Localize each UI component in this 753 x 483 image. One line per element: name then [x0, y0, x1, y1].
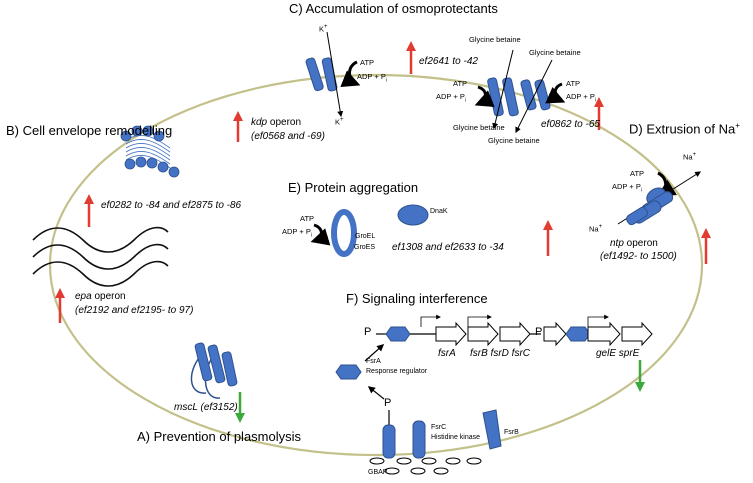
fsra-name-label: FsrA [366, 358, 381, 365]
promoter-arrow-3 [587, 314, 609, 327]
fsrb-transporter [482, 409, 502, 450]
phospho-label-operon: P [364, 326, 372, 338]
gb-atp-label-2: ATP [566, 79, 581, 88]
fsrb-name-label: FsrB [504, 429, 519, 436]
phospho-label-operon-2: P [535, 326, 543, 338]
epa-operon-label: epa operon [75, 291, 126, 302]
kdp-helix-2 [321, 57, 338, 92]
fsra-binding-site-2 [565, 326, 591, 342]
fsrc-gene-arrow [543, 321, 567, 347]
ntp-adp-label: ADP + Pi [612, 182, 642, 194]
title-d-superscript: + [735, 121, 740, 130]
groel-adp-label: ADP + Pi [282, 227, 312, 239]
glycine-betaine-top-2: Glycine betaine [529, 48, 581, 57]
fsra-binds-promoter-arrow [364, 344, 385, 362]
cell-membrane [48, 73, 704, 457]
ef0282-label: ef0282 to -84 and ef2875 to -86 [101, 200, 242, 211]
cell-wall-waves [32, 226, 169, 287]
mscl-helix-1 [194, 342, 213, 382]
ntp-subunit-stalk [626, 206, 648, 226]
epa-gene-range-label: (ef2192 and ef2195- to 97) [75, 305, 194, 316]
fsra-response-regulator [335, 364, 362, 380]
fsrc-histidine-kinase-helix-1 [382, 424, 396, 459]
gbap-peptides [369, 457, 482, 475]
kdp-operon-label: kdp operon [251, 117, 302, 128]
groel-atp-curved-arrow [310, 223, 331, 246]
title-d-text: D) Extrusion of Na [629, 121, 736, 137]
histidine-kinase-label: Histidine kinase [431, 434, 481, 441]
ntp-atpase [617, 171, 702, 226]
gb-helix-4 [534, 79, 551, 111]
gb-arrow-2 [515, 59, 553, 134]
title-a-plasmolysis: A) Prevention of plasmolysis [137, 429, 302, 444]
phospho-label-fsrc: P [384, 397, 392, 409]
mscl-label: mscL (ef3152) [174, 402, 238, 413]
kdp-adp-label: ADP + Pi [357, 72, 387, 84]
lipid-bilayer-icon [120, 125, 180, 178]
title-b-cell-envelope: B) Cell envelope remodelling [6, 123, 173, 138]
na-ion-top-label: Na+ [683, 152, 697, 162]
fsrc-name-label: FsrC [431, 424, 447, 431]
promoter-arrow-2 [467, 314, 492, 327]
title-c-osmoprotectants: C) Accumulation of osmoprotectants [289, 1, 498, 16]
mscl-helix-2 [207, 344, 226, 384]
k-ion-bottom-label: K+ [335, 117, 344, 127]
ef2641-label: ef2641 to -42 [419, 56, 478, 67]
title-f-signaling: F) Signaling interference [346, 291, 488, 306]
glycine-betaine-transporter-2 [515, 59, 566, 134]
response-regulator-label: Response regulator [366, 368, 428, 375]
kdp-atp-label: ATP [360, 58, 375, 67]
gb-arrow-1 [492, 49, 514, 130]
fsrd-gene-arrow [499, 321, 531, 347]
gene-fsra-label: fsrA [438, 348, 456, 359]
glycine-betaine-transporter-1 [474, 49, 519, 130]
mscl-channel [190, 342, 238, 399]
fsr-operon-map [376, 314, 653, 347]
glycine-betaine-bottom-2: Glycine betaine [488, 136, 540, 145]
gb-adp-label-1: ADP + Pi [436, 92, 466, 104]
dnak-label: DnaK [430, 208, 448, 215]
groel-groes-chaperone [331, 209, 357, 257]
fsrb-gene-arrow [467, 321, 499, 347]
title-d-na-extrusion: D) Extrusion of Na+ [629, 121, 740, 137]
title-e-protein-aggregation: E) Protein aggregation [288, 180, 419, 195]
dnak-chaperone [397, 204, 429, 226]
gb-atp-curved-arrow-1 [474, 85, 495, 107]
kdp-atp-curved-arrow [340, 60, 361, 87]
na-ion-left-label: Na+ [589, 224, 603, 234]
groel-atp-label: ATP [300, 214, 315, 223]
ntp-gene-range-label: (ef1492- to 1500) [600, 251, 677, 262]
k-transport-arrow [326, 31, 344, 118]
ntp-operon-label: ntp operon [610, 238, 658, 249]
fsrc-histidine-kinase-helix-2 [412, 420, 426, 459]
glycine-betaine-bottom-1: Glycine betaine [453, 123, 505, 132]
gb-helix-3 [520, 79, 537, 111]
glycine-betaine-top-1: Glycine betaine [469, 35, 521, 44]
ef1308-label: ef1308 and ef2633 to -34 [392, 242, 504, 253]
groel-label: GroEL [355, 233, 376, 240]
ntp-atp-label: ATP [630, 169, 645, 178]
gene-gele-spre-label: gelE sprE [596, 348, 640, 359]
spre-gene-arrow [621, 321, 653, 347]
fsrc-phosphorylates-fsra-arrow [367, 386, 385, 400]
gb-atp-label-1: ATP [453, 79, 468, 88]
gb-atp-curved-arrow-2 [545, 82, 566, 104]
gbap-label: GBAP [368, 469, 388, 476]
ef0862-label: ef0862 to -65 [541, 119, 600, 130]
k-ion-top-label: K+ [319, 24, 328, 34]
groes-label: GroES [354, 244, 376, 251]
gb-adp-label-2: ADP + Pi [566, 92, 596, 104]
gele-gene-arrow [587, 321, 621, 347]
fsra-gene-arrow [435, 321, 467, 347]
promoter-arrow-1 [420, 314, 441, 327]
kdp-helix-1 [305, 57, 324, 92]
kdp-gene-range-label: (ef0568 and -69) [251, 131, 325, 142]
gene-fsrb-fsrd-fsrc-label: fsrB fsrD fsrC [470, 348, 530, 359]
kdp-transporter [305, 31, 361, 118]
mscl-helix-3 [221, 351, 238, 387]
fsra-binding-site-1 [385, 326, 411, 342]
